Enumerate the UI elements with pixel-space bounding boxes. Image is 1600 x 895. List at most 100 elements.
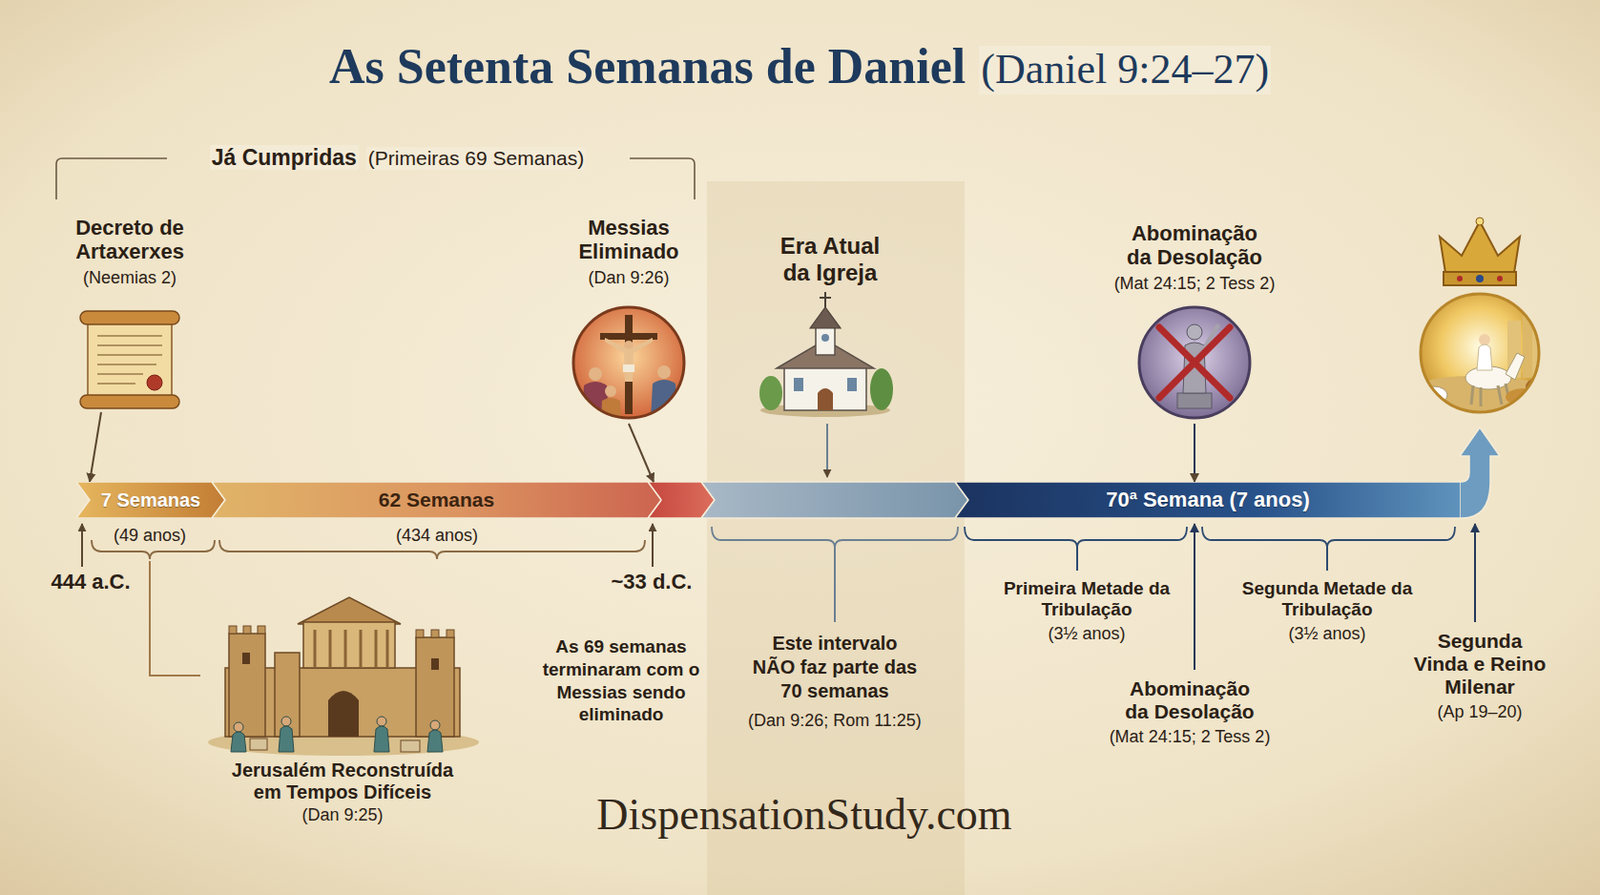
church-icon-part <box>817 388 833 411</box>
crown-kingdom-icon-part-part <box>1418 384 1429 395</box>
annotation-label: (49 anos) <box>97 525 203 546</box>
leader-lines-part <box>149 561 201 676</box>
span-brackets-part <box>711 526 958 548</box>
leader-lines-part <box>81 523 84 567</box>
jerusalem-illustration-part <box>303 622 395 668</box>
scroll-icon-part <box>80 311 180 325</box>
jerusalem-illustration-part-part <box>230 731 247 752</box>
jerusalem-illustration-part-part <box>386 629 390 668</box>
church-icon-part <box>870 368 894 411</box>
band-fill <box>211 481 662 519</box>
jerusalem-illustration-part-part <box>281 716 291 727</box>
band-fill <box>955 481 1461 519</box>
church-icon-part <box>847 377 857 392</box>
abomination-icon <box>1139 307 1250 418</box>
icon-node: Messias Eliminado(Dan 9:26) <box>543 215 714 424</box>
church-icon-part <box>815 326 835 355</box>
crucifixion-icon-part <box>573 307 685 418</box>
jerusalem-illustration-part-part <box>344 629 348 668</box>
jerusalem-illustration-part-part <box>430 720 440 730</box>
crown-kingdom-icon-part <box>1475 217 1484 226</box>
crown-kingdom-icon-part-part-part <box>1497 385 1502 405</box>
jerusalem-illustration-part <box>274 652 300 737</box>
annotation-label: (434 anos) <box>379 525 495 546</box>
node-heading: Messias Eliminado <box>557 215 701 265</box>
abomination-icon-part <box>1159 327 1230 398</box>
annotation-label: As 69 semanas terminaram com o Messias s… <box>535 635 707 727</box>
node-heading: 62 Semanas <box>378 488 495 512</box>
jerusalem-illustration-part <box>230 716 443 752</box>
jerusalem-illustration-part <box>431 629 439 638</box>
jerusalem-illustration-part <box>257 625 266 634</box>
crown-kingdom-icon <box>1418 217 1548 420</box>
jerusalem-illustration-part <box>415 637 455 737</box>
fulfilled-bracket-part <box>629 158 695 200</box>
timeline-band-segment: 70ª Semana (7 anos) <box>955 481 1461 519</box>
timeline-band-segment: 7 Semanas <box>76 481 226 519</box>
scroll-icon-part-part <box>97 344 163 347</box>
church-icon-part <box>810 307 841 329</box>
abomination-icon-part <box>1139 307 1250 418</box>
node-heading: 7 Semanas <box>101 489 202 512</box>
crown-kingdom-icon-part <box>1496 275 1503 282</box>
timeline-static-band-part <box>701 481 969 519</box>
illustration-node: Jerusalém Reconstruída em Tempos Difícei… <box>200 578 485 826</box>
timeline-static-band <box>647 427 1500 519</box>
band-fill <box>76 481 226 519</box>
node-heading: Jerusalém Reconstruída em Tempos Difícei… <box>218 759 467 804</box>
icon-node: Era Atual da Igreja <box>753 232 907 418</box>
node-heading: Era Atual da Igreja <box>768 232 893 286</box>
scroll-icon-part <box>146 374 163 391</box>
leader-lines-part <box>826 423 829 478</box>
scroll-icon-part-part <box>97 373 144 375</box>
jerusalem-illustration-part <box>446 629 455 638</box>
scroll-icon <box>80 311 180 409</box>
diagram-title: As Setenta Semanas de Daniel <box>329 38 966 95</box>
jerusalem-illustration-part <box>297 597 401 624</box>
jerusalem-illustration-part <box>228 625 237 634</box>
church-icon-part <box>824 291 827 308</box>
abomination-icon-part <box>1159 327 1230 398</box>
span-brackets-part <box>1202 526 1455 548</box>
heading-label: Já Cumpridas <box>209 145 359 170</box>
scroll-icon-part <box>80 394 180 409</box>
connector-arrow <box>628 423 654 482</box>
icon-node: Decreto de Artaxerxes(Neemias 2) <box>49 215 210 413</box>
annotation-label: Este intervalo NÃO faz parte das 70 sema… <box>748 631 921 704</box>
crown-kingdom-icon-part <box>1443 271 1517 286</box>
annotation-label: ~33 d.C. <box>599 569 705 594</box>
icon-node: Abominação da Desolação(Mat 24:15; 2 Tes… <box>1085 221 1304 424</box>
fulfilled-heading: Já Cumpridas(Primeiras 69 Semanas) <box>149 145 646 170</box>
jerusalem-illustration-part <box>242 652 250 665</box>
church-icon-part <box>759 375 783 411</box>
crown-kingdom-icon-part <box>1418 311 1548 420</box>
crown-kingdom-icon-part-part <box>1505 353 1525 380</box>
scroll-icon-part-part <box>97 353 163 356</box>
annotation-label: (3½ anos) <box>1269 623 1385 645</box>
jerusalem-illustration-part-part <box>313 629 317 668</box>
jerusalem-illustration-part <box>314 629 388 668</box>
jerusalem-illustration-part <box>415 629 424 638</box>
connector-arrow <box>89 412 102 482</box>
church-icon-part <box>784 366 867 411</box>
crown-kingdom-icon-part <box>1420 293 1539 413</box>
abomination-icon-part-part <box>1177 393 1212 409</box>
annotation-label: Segunda Metade da Tribulação <box>1241 578 1413 621</box>
church-icon-part <box>793 377 804 392</box>
leader-lines-part <box>1474 523 1476 623</box>
leader-lines-part <box>1326 547 1329 571</box>
jerusalem-illustration-part <box>249 738 268 750</box>
annotation-label: 444 a.C. <box>42 569 139 594</box>
fulfilled-bracket-part <box>56 158 167 200</box>
crucifixion-icon-part-part <box>604 337 653 382</box>
crucifixion-icon-part-part <box>588 367 603 381</box>
jerusalem-illustration-part-part <box>374 726 390 752</box>
jerusalem-illustration <box>207 597 479 756</box>
crucifixion-icon-part <box>573 307 685 418</box>
church-icon <box>759 291 894 417</box>
jerusalem-illustration-part-part <box>376 716 387 727</box>
timeline-band-segment: 62 Semanas <box>211 481 662 519</box>
crucifixion-icon-part-part <box>604 385 617 397</box>
jerusalem-illustration-part <box>243 625 251 634</box>
